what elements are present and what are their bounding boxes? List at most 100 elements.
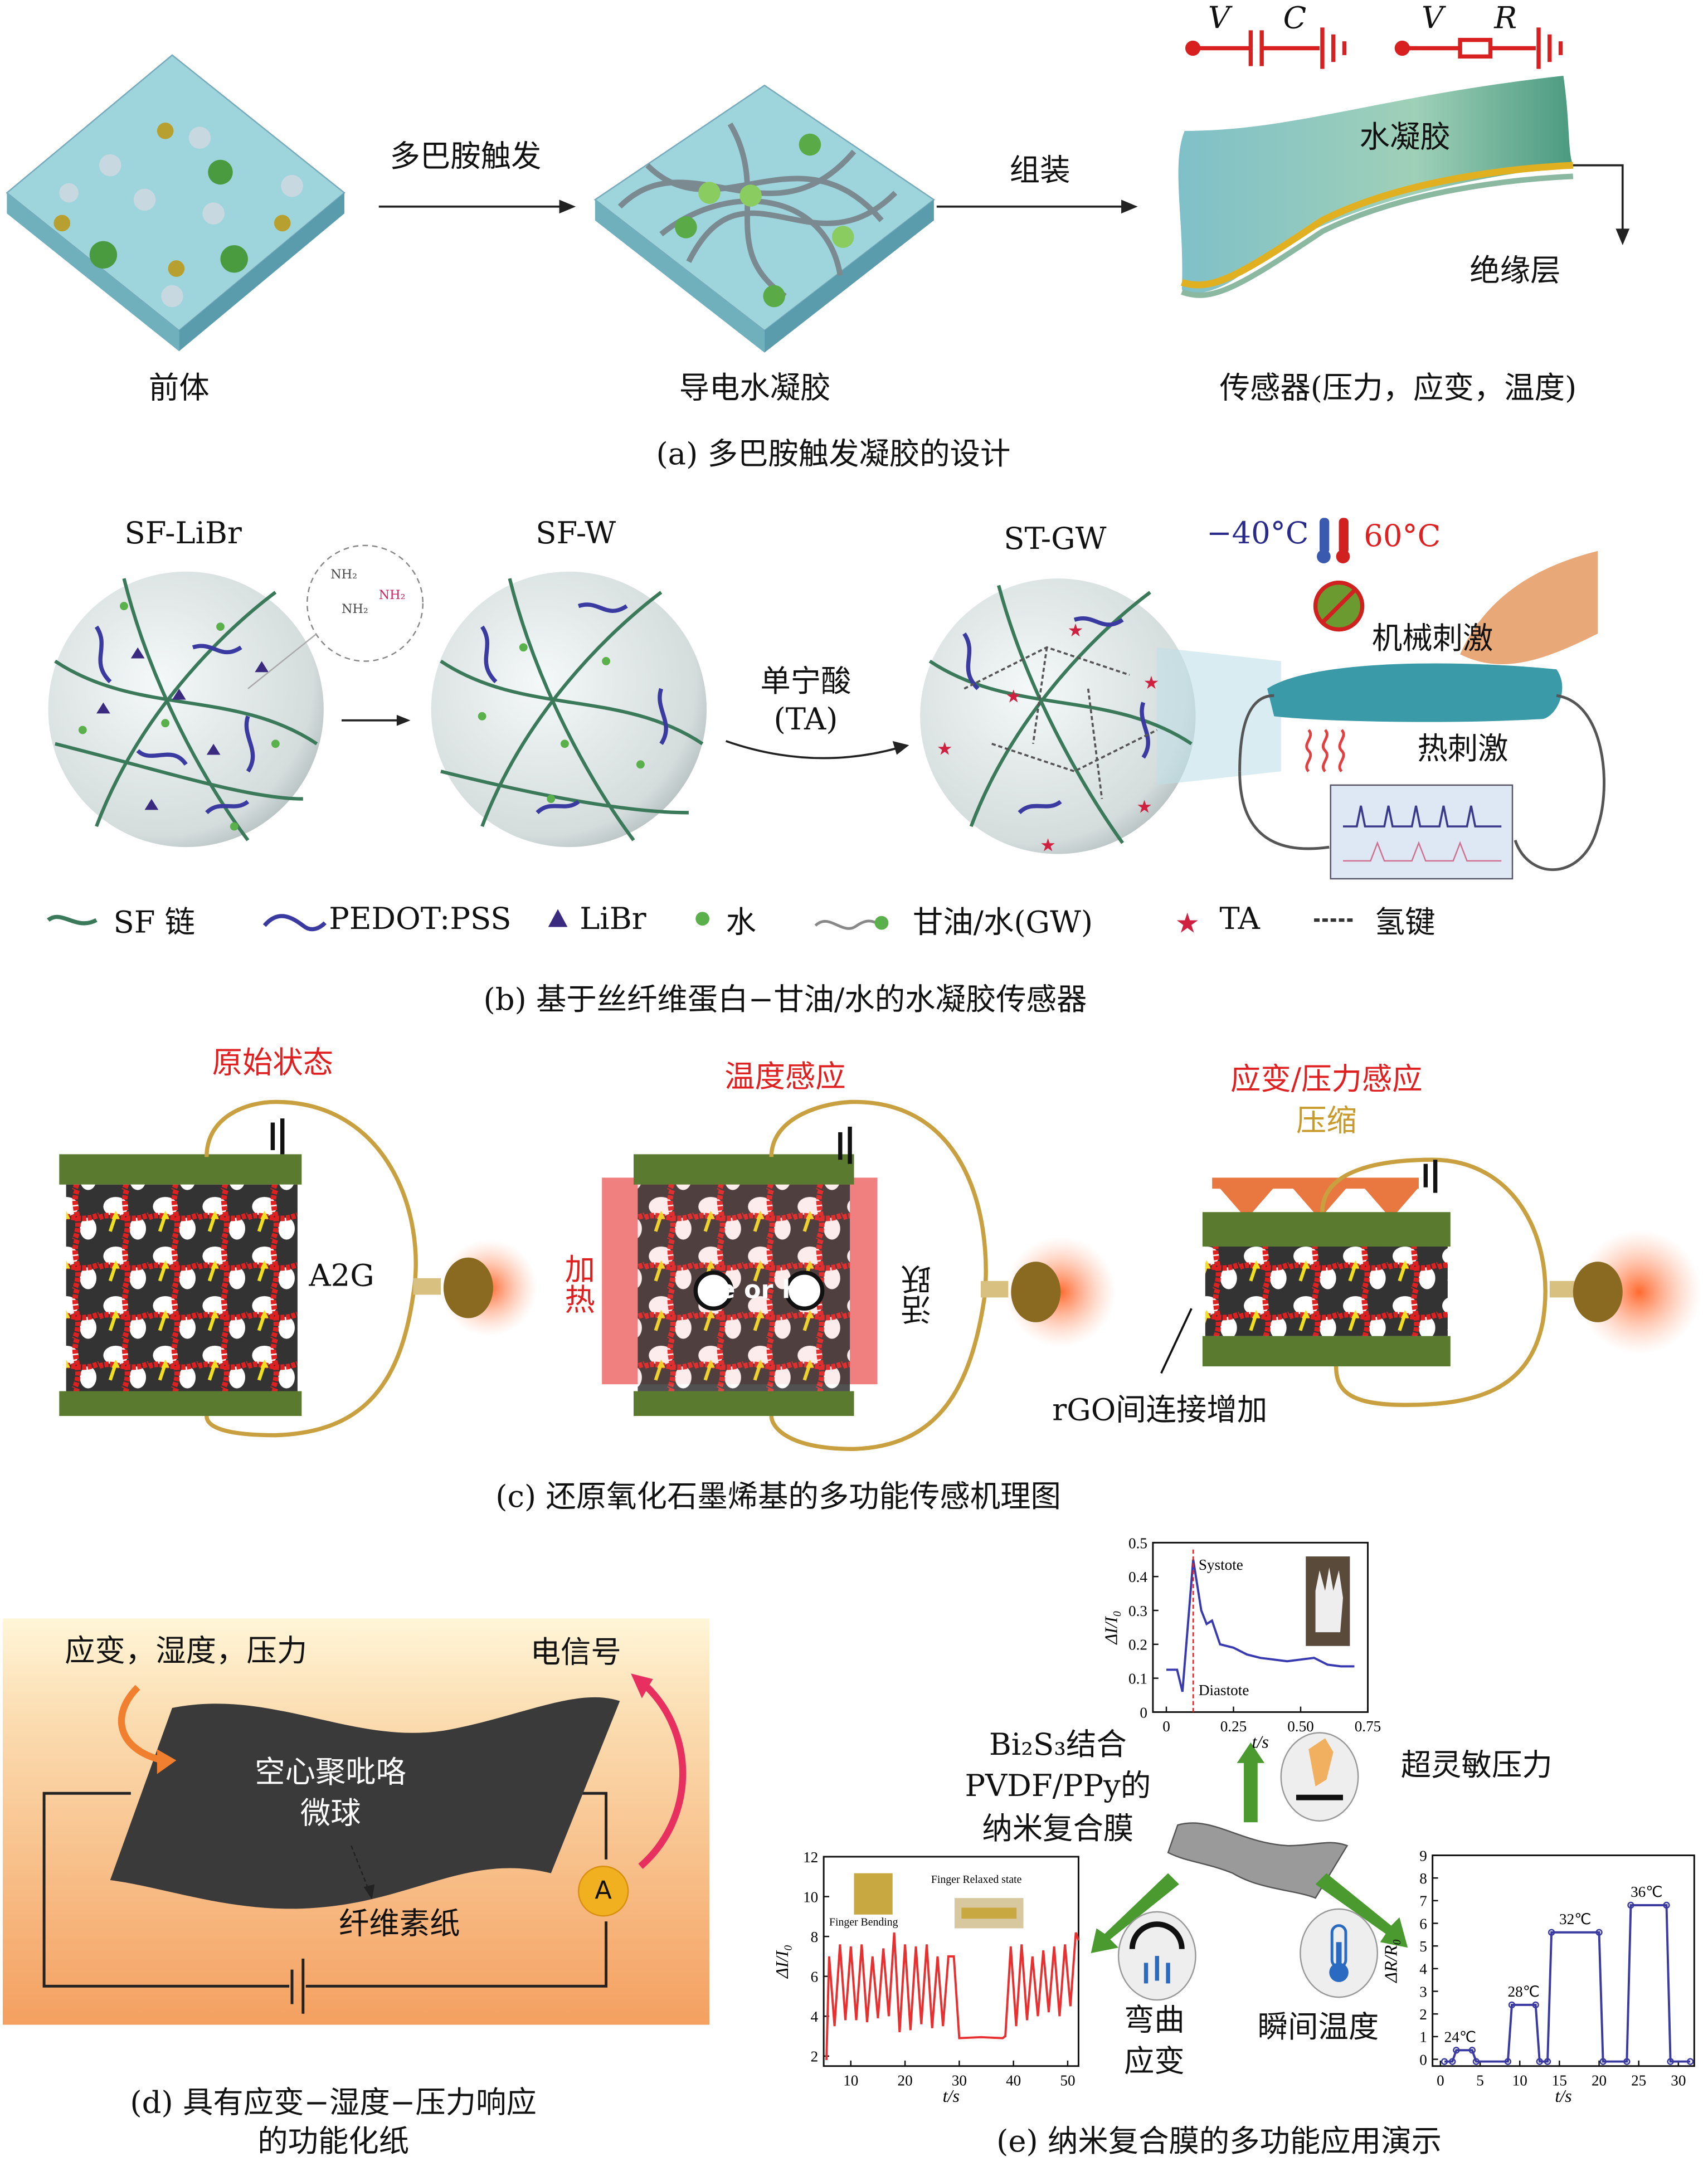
precursor-block xyxy=(6,54,346,352)
caption-b: (b) 基于丝纤维蛋白−甘油/水的水凝胶传感器 xyxy=(483,983,1087,1018)
microsphere-label-2: 微球 xyxy=(300,1797,361,1832)
arrow-b1 xyxy=(342,714,411,726)
svg-text:★: ★ xyxy=(1068,620,1084,641)
circuit-v2-label: V xyxy=(1422,2,1444,37)
film-label-1: Bi₂S₃结合 xyxy=(989,1729,1127,1763)
st-gw-sphere: ★★★★★★ xyxy=(920,578,1281,856)
y-tick-label: 10 xyxy=(803,1888,818,1905)
caption-d-line1: (d) 具有应变−湿度−压力响应 xyxy=(130,2086,537,2121)
legend-water: 水 xyxy=(726,906,757,941)
svg-text:★: ★ xyxy=(1136,796,1152,817)
strain-pressure-sensing-title: 应变/压力感应 xyxy=(1230,1063,1423,1098)
thermal-stimulus-label: 热刺激 xyxy=(1417,732,1509,767)
input-arrow xyxy=(118,1685,164,1764)
circuit-wire xyxy=(42,1792,608,2014)
data-point xyxy=(1548,1929,1555,1936)
film-label-3: 纳米复合膜 xyxy=(982,1812,1134,1847)
sensor-label: 传感器(压力，应变，温度) xyxy=(1219,372,1577,407)
x-tick-label: 0 xyxy=(1162,1718,1170,1735)
st-gw-label: ST-GW xyxy=(1004,523,1107,557)
x-tick-label: 50 xyxy=(1060,2072,1075,2089)
sf-w-sphere xyxy=(431,571,707,848)
y-tick-label: 9 xyxy=(1419,1847,1427,1864)
x-tick-label: 5 xyxy=(1476,2072,1484,2089)
signal-arrow xyxy=(638,1685,687,1869)
plot-frame xyxy=(1432,1854,1695,2067)
arrow-assemble xyxy=(936,199,1138,214)
x-tick-label: 25 xyxy=(1631,2072,1646,2089)
y-tick-label: 5 xyxy=(1419,1938,1427,1955)
polypyrrole-paper xyxy=(110,1697,620,1909)
finger-bending-annotation: Finger Bending xyxy=(829,1916,898,1929)
temperature-label: 瞬间温度 xyxy=(1257,2011,1379,2046)
y-tick-label: 0.4 xyxy=(1128,1569,1147,1585)
y-axis-label: ΔR/R₀ xyxy=(1380,1939,1400,1984)
hydrogel-label: 水凝胶 xyxy=(1359,121,1451,156)
compression-label: 压缩 xyxy=(1296,1104,1357,1140)
legend-ta: TA xyxy=(1219,903,1260,938)
x-tick-label: 0.25 xyxy=(1220,1718,1247,1735)
data-point xyxy=(1504,2058,1512,2065)
temperature-sensing-title: 温度感应 xyxy=(724,1060,846,1096)
caption-e: (e) 纳米复合膜的多功能应用演示 xyxy=(996,2125,1442,2160)
conductive-gel-label: 导电水凝胶 xyxy=(679,372,831,407)
data-point xyxy=(1663,1901,1670,1909)
x-axis-label: t/s xyxy=(1555,2086,1571,2106)
y-axis-label: ΔI/I₀ xyxy=(772,1945,792,1979)
y-tick-label: 6 xyxy=(1419,1915,1427,1932)
data-point xyxy=(1441,2058,1448,2065)
circuit-v-label: V xyxy=(1208,2,1230,37)
x-tick-label: 40 xyxy=(1006,2072,1021,2089)
x-tick-label: 20 xyxy=(1592,2072,1607,2089)
legend-gw: 甘油/水(GW) xyxy=(912,906,1093,941)
capacitor-circuit-icon xyxy=(1185,27,1347,69)
data-point xyxy=(1599,2058,1607,2065)
y-tick-label: 6 xyxy=(811,1969,819,1985)
original-state-title: 原始状态 xyxy=(212,1046,334,1082)
arrow-ta xyxy=(726,740,909,760)
bend-icon xyxy=(1117,1911,1196,2001)
hand-photo xyxy=(1306,1556,1350,1646)
legend-sf-chain: SF 链 xyxy=(113,906,196,941)
arrow-trigger xyxy=(378,199,576,214)
data-point xyxy=(1449,2058,1456,2065)
y-tick-label: 3 xyxy=(1419,1983,1427,2000)
panel-a-graphics xyxy=(6,27,1630,353)
ammeter-label: A xyxy=(595,1876,612,1906)
svg-text:★: ★ xyxy=(937,738,953,760)
y-tick-label: 12 xyxy=(803,1849,818,1866)
y-axis-label: ΔI/I₀ xyxy=(1101,1610,1121,1645)
green-arrows xyxy=(1091,1742,1408,1954)
data-point xyxy=(1532,2001,1539,2009)
x-tick-label: 0.50 xyxy=(1287,1718,1314,1735)
y-tick-label: 0.1 xyxy=(1128,1671,1147,1687)
caption-d-line2: 的功能化纸 xyxy=(257,2125,410,2160)
finger-relaxed-photo xyxy=(954,1898,1024,1929)
x-tick-label: 0 xyxy=(1437,2072,1444,2089)
film-label-2: PVDF/PPy的 xyxy=(965,1770,1151,1805)
cellulose-paper-label: 纤维素纸 xyxy=(339,1907,460,1943)
x-tick-label: 30 xyxy=(952,2072,967,2089)
bend-label-2: 应变 xyxy=(1123,2045,1185,2080)
y-tick-label: 2 xyxy=(1419,2006,1427,2023)
y-tick-label: 8 xyxy=(1419,1870,1427,1887)
data-point xyxy=(1595,1929,1603,1936)
y-tick-label: 0 xyxy=(1419,2051,1427,2068)
x-axis-label: t/s xyxy=(1252,1732,1269,1752)
finger-relaxed-annotation: Finger Relaxed state xyxy=(931,1873,1022,1886)
temperature-annotation: 36℃ xyxy=(1631,1883,1663,1900)
legend-icons: ★ xyxy=(47,907,1356,939)
assemble-label: 组装 xyxy=(1009,154,1070,189)
strain-state-device xyxy=(1160,1157,1701,1407)
pressure-label: 超灵敏压力 xyxy=(1400,1749,1553,1784)
sf-libr-label: SF-LiBr xyxy=(124,517,242,552)
panel-c-graphics xyxy=(59,1099,1701,1452)
svg-text:NH₂: NH₂ xyxy=(342,602,368,616)
temperature-annotation: 32℃ xyxy=(1559,1911,1592,1927)
rgo-connection-label: rGO间连接增加 xyxy=(1052,1394,1268,1429)
legend-hbond: 氢键 xyxy=(1374,906,1436,941)
series-line xyxy=(1166,1559,1355,1692)
thermometer-icon xyxy=(1300,1908,1379,1998)
